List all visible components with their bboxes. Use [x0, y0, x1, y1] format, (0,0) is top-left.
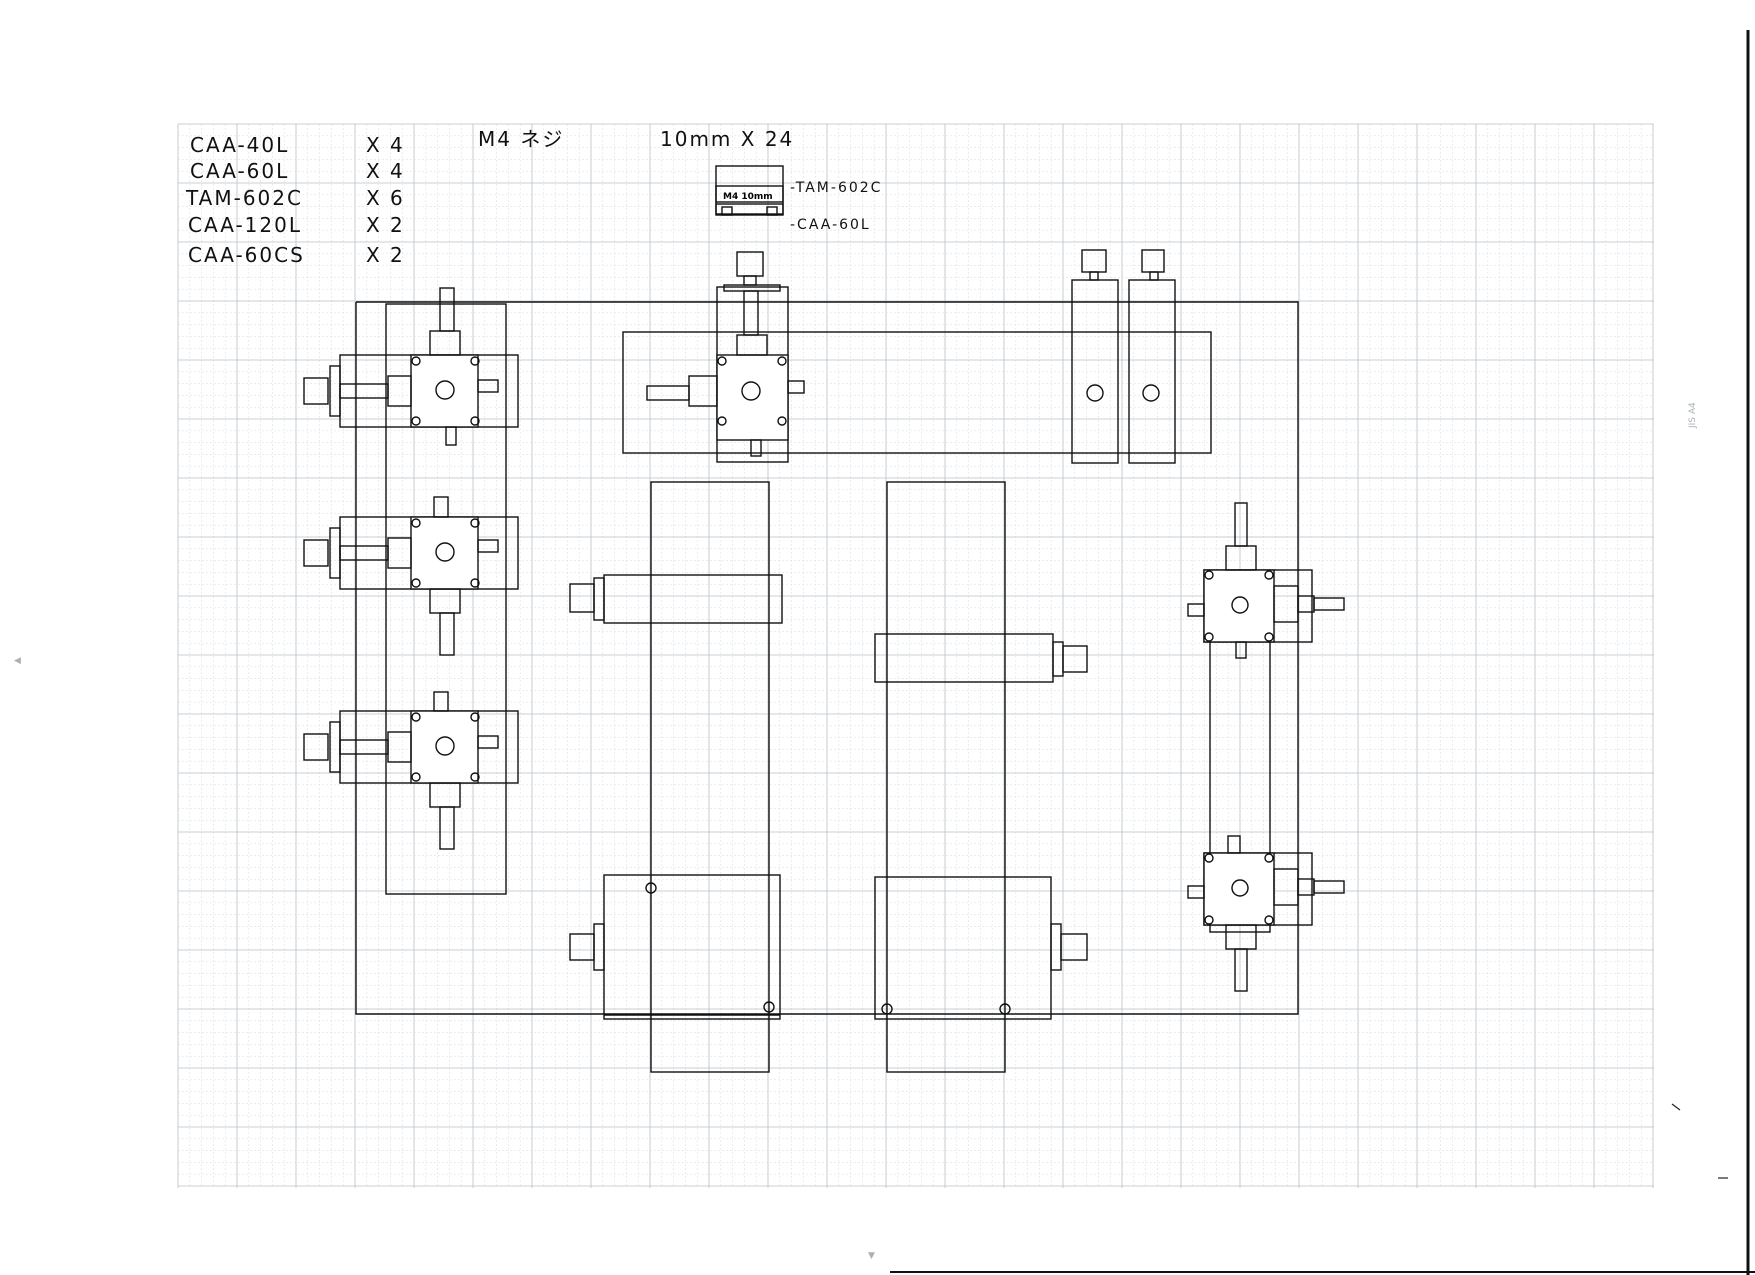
part-qty: X 2 [366, 243, 405, 267]
center-column-left [569, 481, 783, 1073]
stage-module [303, 287, 519, 446]
part-name: CAA-60L [190, 159, 289, 183]
callout-caa-60l: -CAA-60L [790, 217, 871, 233]
stage-module [303, 691, 519, 850]
right-vertical-stage [1187, 502, 1345, 992]
screw-spec: 10mm X 24 [660, 127, 794, 151]
left-stage-column [303, 287, 519, 895]
part-qty: X 4 [366, 133, 405, 157]
stack-detail: M4 10mm -TAM-602C -CAA-60L [715, 165, 882, 233]
stage-module [303, 496, 519, 656]
detail-inner-label: M4 10mm [723, 192, 773, 202]
part-name: CAA-40L [190, 133, 289, 157]
parts-list: CAA-40L X 4 CAA-60L X 4 TAM-602C X 6 CAA… [185, 133, 405, 267]
stray-mark [1671, 1103, 1681, 1111]
stage-module [1187, 502, 1345, 659]
graph-paper-grid [177, 123, 1654, 1188]
part-name: TAM-602C [185, 186, 303, 210]
part-qty: X 6 [366, 186, 405, 210]
screw-label: M4 ネジ [478, 127, 564, 151]
part-name: CAA-60CS [188, 243, 305, 267]
page-arrow-bottom: ▼ [868, 1251, 875, 1261]
center-column-right [874, 481, 1088, 1073]
paper-mark: JIS A4 [1688, 402, 1698, 429]
stage-module [1187, 835, 1345, 992]
part-name: CAA-120L [188, 213, 302, 237]
callout-tam-602c: -TAM-602C [790, 180, 882, 196]
page-arrow-left: ◀ [14, 656, 21, 666]
part-qty: X 2 [366, 213, 405, 237]
top-long-stage [622, 249, 1212, 464]
part-qty: X 4 [366, 159, 405, 183]
base-frame [355, 301, 1299, 1015]
